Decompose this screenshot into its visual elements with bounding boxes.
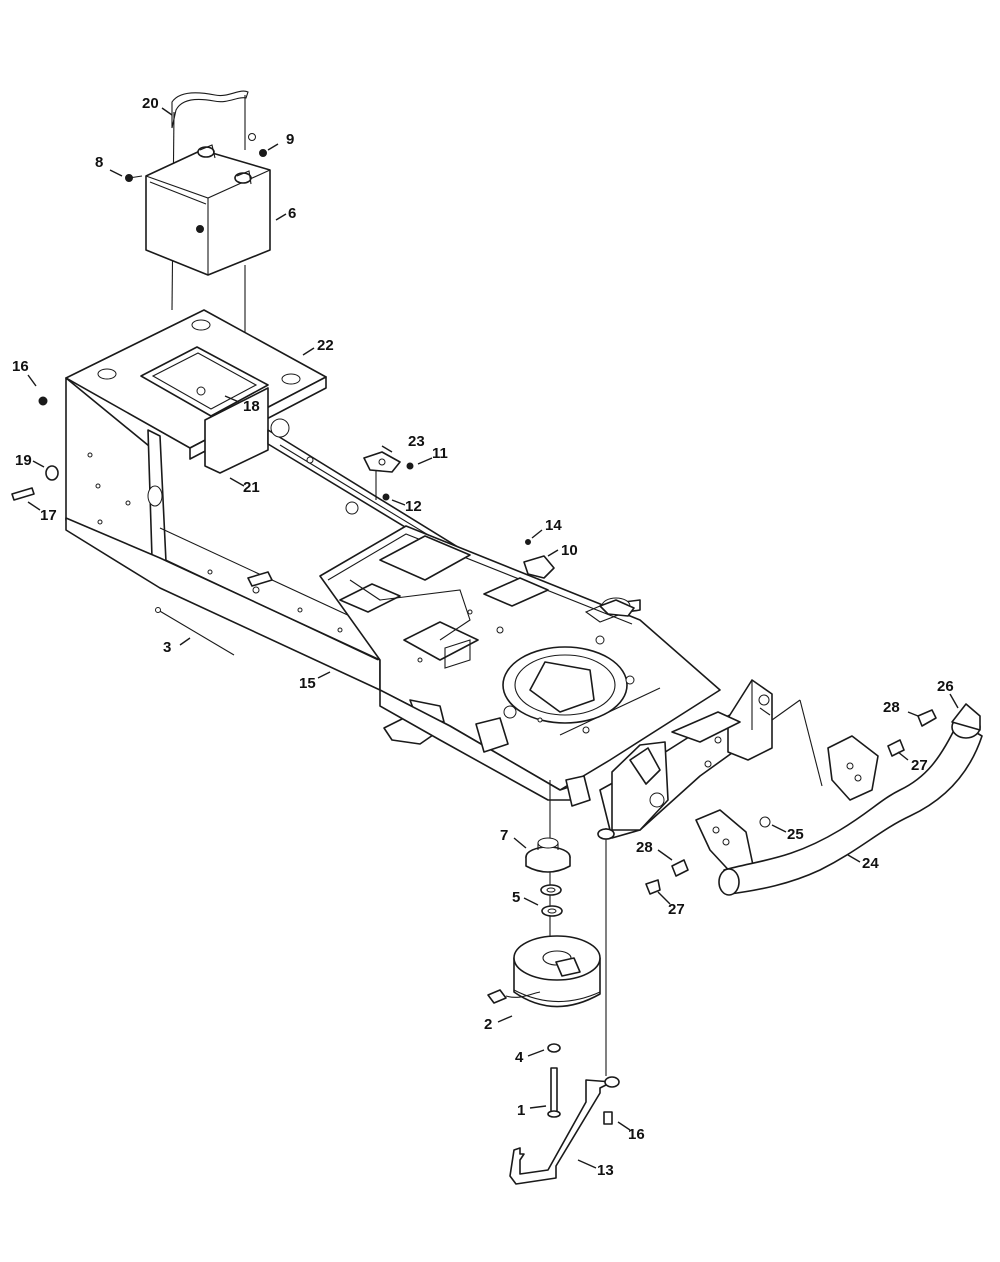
callout-labels: 20 9 8 6 22 16 18 23 11 19 21 17 12 14 1… xyxy=(12,95,954,1179)
seat-switch-harness xyxy=(523,539,555,579)
battery-bolts xyxy=(125,133,267,233)
callout-25: 25 xyxy=(787,826,804,843)
battery xyxy=(145,144,271,276)
frame-bolts-left xyxy=(11,396,59,501)
callout-9: 9 xyxy=(286,131,294,148)
callout-22: 22 xyxy=(317,337,334,354)
pto-bolt-and-washer xyxy=(547,1043,561,1118)
electric-pto-clutch xyxy=(487,935,601,1008)
callout-16-top: 16 xyxy=(12,358,29,375)
callout-20: 20 xyxy=(142,95,159,112)
callout-6: 6 xyxy=(288,205,296,222)
main-frame xyxy=(65,377,773,839)
callout-19: 19 xyxy=(15,452,32,469)
bumper-bracket-upper xyxy=(827,735,879,801)
battery-box xyxy=(204,387,269,474)
callout-26: 26 xyxy=(937,678,954,695)
callout-11: 11 xyxy=(432,445,448,462)
callout-28-top: 28 xyxy=(883,699,900,716)
callout-28-bottom: 28 xyxy=(636,839,653,856)
leader-lines xyxy=(27,107,959,1169)
pto-pulley xyxy=(525,837,571,873)
callout-8: 8 xyxy=(95,154,103,171)
callout-27-bottom: 27 xyxy=(668,901,685,918)
bumper-end-cap xyxy=(951,703,981,739)
callout-23: 23 xyxy=(408,433,425,450)
callout-16-bottom: 16 xyxy=(628,1126,645,1143)
battery-tray xyxy=(65,309,327,460)
callout-3: 3 xyxy=(163,639,171,656)
callout-15: 15 xyxy=(299,675,316,692)
callout-13: 13 xyxy=(597,1162,614,1179)
callout-5: 5 xyxy=(512,889,520,906)
callout-2: 2 xyxy=(484,1016,492,1033)
callout-24: 24 xyxy=(862,855,879,872)
cable-tie xyxy=(155,607,235,656)
front-bumper xyxy=(718,721,983,896)
callout-12: 12 xyxy=(405,498,422,515)
callout-14: 14 xyxy=(545,517,562,534)
callout-27-top: 27 xyxy=(911,757,928,774)
callout-17: 17 xyxy=(40,507,57,524)
callout-1: 1 xyxy=(517,1102,525,1119)
pto-switch-bracket xyxy=(363,451,414,501)
pto-anti-rotation-bracket xyxy=(509,828,620,1185)
callout-18: 18 xyxy=(243,398,260,415)
callout-4: 4 xyxy=(515,1049,524,1066)
callout-7: 7 xyxy=(500,827,508,844)
bumper-hardware xyxy=(645,709,937,895)
washers xyxy=(540,884,563,917)
callout-21: 21 xyxy=(243,479,260,496)
callout-10: 10 xyxy=(561,542,578,559)
